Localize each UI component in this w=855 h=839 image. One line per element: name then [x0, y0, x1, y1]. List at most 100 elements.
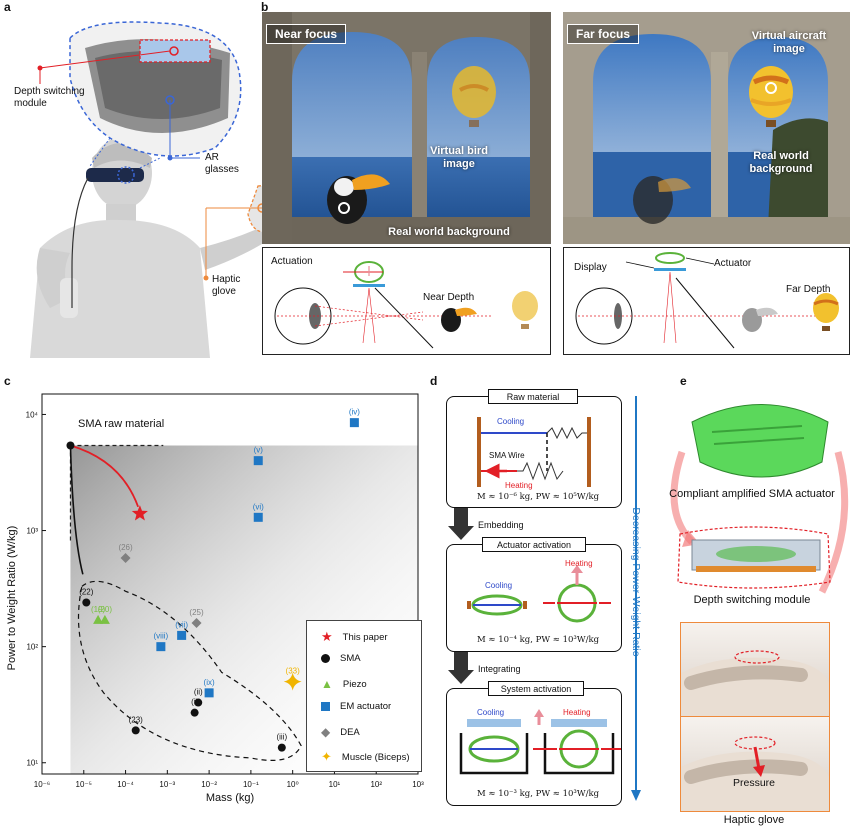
- compliant-actuator-label: Compliant amplified SMA actuator: [669, 488, 835, 500]
- point-label: (iv): [349, 408, 360, 417]
- point-em-actuator: [349, 418, 359, 428]
- x-axis-label: Mass (kg): [205, 792, 255, 804]
- actuator-module-illustration: [670, 404, 849, 594]
- legend-dea: ◆DEA: [321, 725, 360, 739]
- legend-em: EM actuator: [321, 701, 391, 712]
- legend-sma: SMA: [321, 653, 361, 664]
- point-sma: [66, 441, 75, 450]
- near-focus-tag: Near focus: [266, 24, 347, 44]
- point-this-paper: [131, 505, 148, 521]
- actuation-label: Actuation: [271, 256, 313, 267]
- heating-label-2: Heating: [565, 559, 593, 568]
- actuator-activation-diagram: [467, 565, 611, 623]
- y-tick-label: 10¹: [26, 759, 38, 768]
- triangle-icon: ▲: [321, 677, 333, 691]
- point-piezo: [93, 614, 104, 624]
- depth-switching-label: Depth switching module: [14, 86, 85, 109]
- point-label: (26): [118, 543, 133, 552]
- point-label: (19): [91, 605, 106, 614]
- point-dea: [120, 553, 131, 564]
- panel-d: Cooling SMA Wire Heating M ≈ 10⁻⁶ kg, PW…: [438, 382, 648, 834]
- x-tick-label: 10⁻³: [159, 780, 175, 789]
- panel-e: Compliant amplified SMA actuator Depth s…: [652, 382, 855, 834]
- point-label: (viii): [154, 632, 169, 641]
- y-axis-label: Power to Weight Ratio (W/kg): [6, 525, 18, 671]
- x-tick-label: 10⁻⁴: [117, 780, 134, 789]
- far-scene: [563, 12, 850, 244]
- ar-user-illustration: [30, 21, 277, 358]
- point-piezo: [99, 614, 110, 624]
- x-tick-label: 10⁻²: [201, 780, 217, 789]
- star-icon: ★: [321, 629, 333, 644]
- far-depth-schematic: Display Actuator Far Depth: [563, 247, 850, 355]
- y-tick-label: 10³: [26, 527, 38, 536]
- point-sma: [194, 698, 203, 707]
- point-label: (20): [98, 605, 113, 614]
- haptic-glove-label: Haptic glove: [212, 274, 241, 297]
- legend-muscle: ✦Muscle (Biceps): [321, 749, 410, 764]
- x-tick-label: 10²: [370, 780, 382, 789]
- point-label: (v): [254, 446, 264, 455]
- embedding-label: Embedding: [478, 520, 524, 530]
- virtual-bird-label: Virtual bird image: [430, 145, 488, 170]
- display-label: Display: [574, 262, 607, 273]
- actuator-activation-box: Cooling Heating M ≈ 10⁻⁴ kg, PW ≈ 10³W/k…: [446, 544, 622, 652]
- system-activation-diagram: [459, 709, 621, 775]
- point-sma: [277, 743, 286, 752]
- square-icon: [321, 702, 330, 711]
- arrow-to-this-paper: [70, 444, 139, 508]
- sma-wire-diagram: [477, 417, 591, 487]
- legend-piezo: ▲Piezo: [321, 677, 367, 691]
- panel-letter-d: d: [430, 374, 438, 388]
- point-label: (vi): [253, 502, 264, 511]
- eq-raw: M ≈ 10⁻⁶ kg, PW ≈ 10⁵W/kg: [477, 492, 600, 502]
- point-label: (22): [79, 588, 94, 597]
- depth-module-label: Depth switching module: [693, 594, 811, 606]
- x-tick-label: 10⁻⁶: [34, 780, 50, 789]
- decreasing-label: Decreasing Power-Weight Ratio: [630, 507, 642, 657]
- virtual-aircraft-label: Virtual aircraft image: [751, 30, 827, 55]
- point-sma: [131, 726, 140, 735]
- point-em-actuator: [253, 456, 263, 466]
- y-tick-label: 10⁴: [26, 410, 39, 419]
- point-label: (23): [129, 715, 144, 724]
- diamond-icon: ◆: [321, 725, 331, 739]
- panel-letter-e: e: [680, 374, 687, 388]
- point-label: (iii): [276, 733, 287, 742]
- heating-label-3: Heating: [563, 708, 591, 717]
- x-tick-label: 10⁻¹: [243, 780, 259, 789]
- actuator-activation-header: Actuator activation: [482, 537, 586, 552]
- point-label: (vii): [175, 620, 188, 629]
- cooling-label-1: Cooling: [497, 417, 525, 426]
- sma-region-outline: [77, 580, 302, 761]
- legend-this-paper: ★This paper: [321, 629, 388, 644]
- point-em-actuator: [177, 630, 187, 640]
- glove-photo-top: [680, 622, 830, 718]
- actuator-label: Actuator: [714, 258, 752, 269]
- real-world-label-near: Real world background: [388, 226, 510, 238]
- raw-material-header: Raw material: [488, 389, 578, 404]
- system-activation-box: Cooling Heating M ≈ 10⁻³ kg, PW ≈ 10³W/k…: [446, 688, 622, 806]
- glove-top-drawing: [681, 650, 829, 717]
- cooling-label-3: Cooling: [477, 708, 505, 717]
- y-tick-label: 10²: [26, 643, 38, 652]
- panel-letter-c: c: [4, 374, 11, 388]
- raw-material-box: Cooling SMA Wire Heating M ≈ 10⁻⁶ kg, PW…: [446, 396, 622, 508]
- near-scene: [262, 12, 551, 244]
- ar-glasses-label: AR glasses: [205, 152, 239, 175]
- heating-label-1: Heating: [505, 481, 533, 490]
- far-optics-diagram: [575, 252, 839, 349]
- point-label: (25): [189, 608, 204, 617]
- decreasing-arrow: [631, 396, 641, 801]
- eq-system: M ≈ 10⁻³ kg, PW ≈ 10³W/kg: [477, 789, 600, 799]
- sma-raw-annotation: SMA raw material: [78, 418, 165, 430]
- spark-icon: ✦: [321, 749, 332, 764]
- pressure-label: Pressure: [733, 777, 776, 789]
- point-em-actuator: [156, 642, 166, 652]
- panel-a: Depth switching module AR glasses Haptic…: [0, 8, 277, 358]
- sma-wire-label: SMA Wire: [489, 451, 525, 460]
- real-world-label-far: Real world background: [749, 150, 813, 175]
- eq-actuator: M ≈ 10⁻⁴ kg, PW ≈ 10³W/kg: [477, 635, 600, 645]
- x-tick-label: 10³: [412, 780, 424, 789]
